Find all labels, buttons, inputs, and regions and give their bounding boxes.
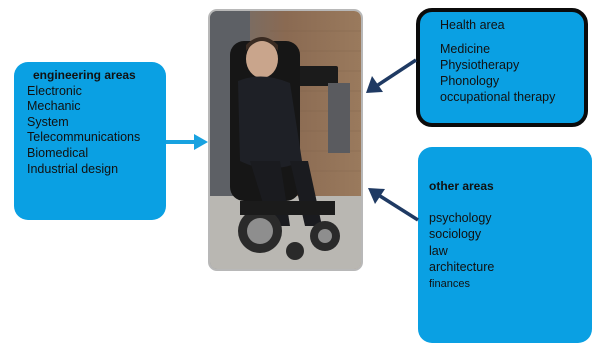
health-area-box: Health area Medicine Physiotherapy Phono… xyxy=(416,8,588,127)
arrow-other-to-photo xyxy=(368,188,419,222)
wheelchair-photo xyxy=(208,9,363,271)
arrow-engineering-to-photo xyxy=(166,134,208,150)
engineering-item: Mechanic xyxy=(27,99,81,114)
other-item: architecture xyxy=(429,260,495,274)
engineering-item: Electronic xyxy=(27,83,82,98)
other-areas-box: other areas psychology sociology law arc… xyxy=(418,147,592,343)
health-item: Phonology xyxy=(440,74,500,88)
health-item: Physiotherapy xyxy=(440,58,520,72)
other-item: law xyxy=(429,243,448,258)
health-area-title: Health area xyxy=(440,18,505,32)
engineering-item: Telecommunications xyxy=(27,130,141,145)
engineering-item: System xyxy=(27,114,69,129)
engineering-item: Biomedical xyxy=(27,145,89,160)
engineering-item: Industrial design xyxy=(27,161,119,176)
health-item: Medicine xyxy=(440,42,491,56)
engineering-areas-title: engineering areas xyxy=(33,68,136,82)
other-item: psychology xyxy=(429,210,492,225)
other-item: sociology xyxy=(429,227,482,241)
other-item: finances xyxy=(429,277,470,290)
other-areas-title: other areas xyxy=(429,179,494,193)
engineering-areas-box: engineering areas Electronic Mechanic Sy… xyxy=(14,62,166,220)
arrow-health-to-photo xyxy=(366,58,417,93)
health-item: occupational therapy xyxy=(440,90,556,104)
